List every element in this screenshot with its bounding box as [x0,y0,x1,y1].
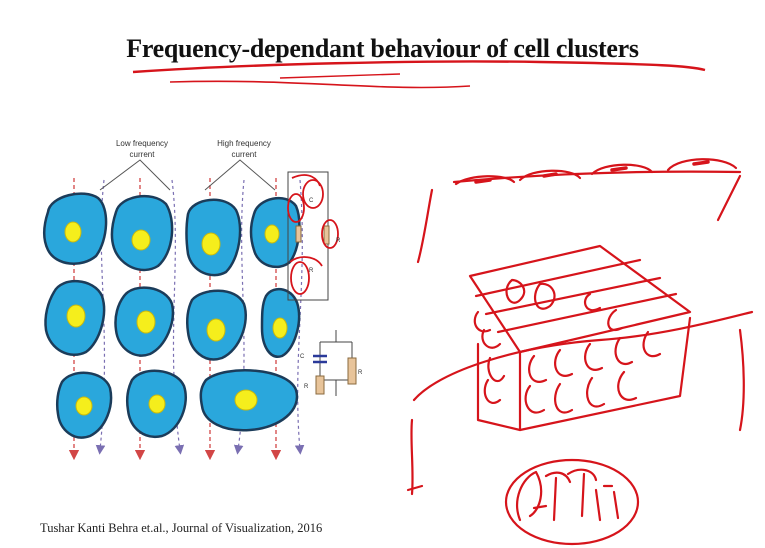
figure-citation: Tushar Kanti Behra et.al., Journal of Vi… [40,521,322,536]
ink-slope-left [418,190,432,262]
ink-baseline-2 [411,420,412,494]
ink-baseline [414,312,752,400]
ink-slope-right [718,176,740,220]
